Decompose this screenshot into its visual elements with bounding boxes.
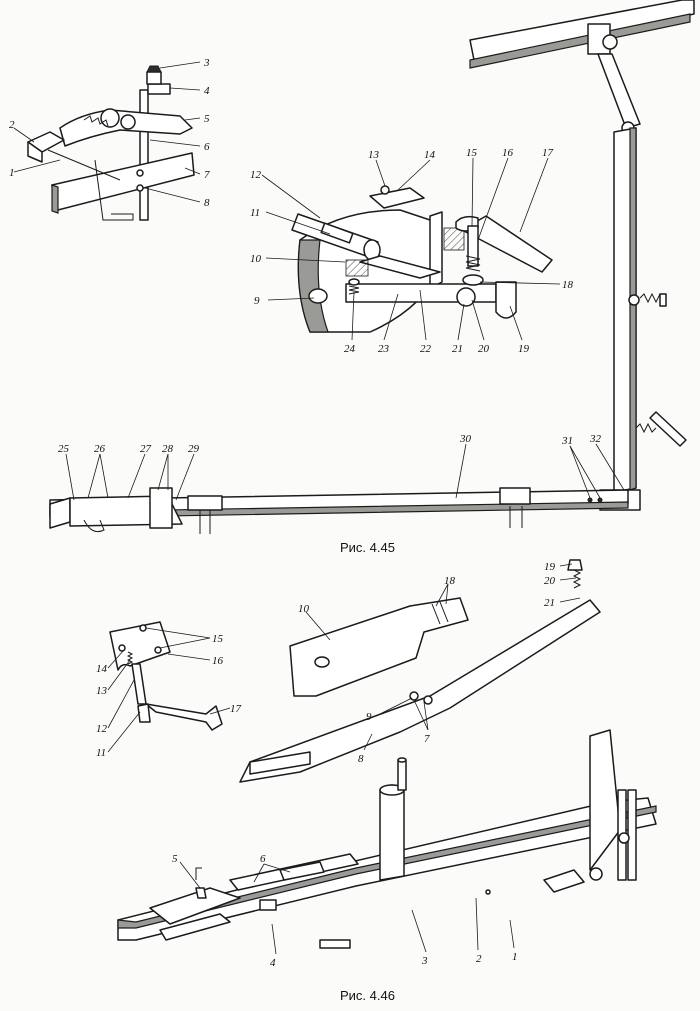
label-18: 18	[562, 279, 574, 291]
label-28: 28	[162, 443, 174, 455]
label-46-18: 18	[444, 575, 456, 587]
label-13: 13	[368, 149, 380, 161]
label-46b-4: 4	[270, 957, 276, 969]
label-46-8: 8	[358, 753, 364, 765]
label-46-15: 15	[212, 633, 224, 645]
label-10: 10	[250, 253, 262, 265]
fig45-bar-assembly	[49, 0, 695, 534]
label-15: 15	[466, 147, 478, 159]
label-46-7: 7	[424, 733, 430, 745]
label-19: 19	[518, 343, 530, 355]
caption-fig45: Рис. 4.45	[340, 540, 395, 555]
fig45-mechanism-middle	[261, 157, 561, 341]
label-16: 16	[502, 147, 514, 159]
label-23: 23	[378, 343, 390, 355]
label-46-10: 10	[298, 603, 310, 615]
label-46-20: 20	[544, 575, 556, 587]
label-46b-6: 6	[260, 853, 266, 865]
fig46-bracket-left	[107, 621, 231, 753]
fig45-mid-labels: 9 10 11 12 13 14 15 16 17 18 19 20 21 22…	[250, 147, 574, 355]
label-46-13: 13	[96, 685, 108, 697]
label-8: 8	[204, 197, 210, 209]
label-9: 9	[254, 295, 260, 307]
label-6: 6	[204, 141, 210, 153]
label-12: 12	[250, 169, 262, 181]
label-26: 26	[94, 443, 106, 455]
label-46-11: 11	[96, 747, 106, 759]
label-27: 27	[140, 443, 152, 455]
label-46-9: 9	[366, 711, 372, 723]
fig45-detail-top-left	[13, 61, 201, 221]
label-46b-3: 3	[421, 955, 428, 967]
label-24: 24	[344, 343, 356, 355]
label-4: 4	[204, 85, 210, 97]
label-5: 5	[204, 113, 210, 125]
label-46-17: 17	[230, 703, 242, 715]
label-2: 2	[9, 119, 15, 131]
label-17: 17	[542, 147, 554, 159]
fig45-bar-labels: 25 26 27 28 29 30 31 32	[58, 433, 602, 455]
label-3: 3	[203, 57, 210, 69]
fig45-top-labels: 1 2 3 4 5 6 7 8	[9, 57, 210, 209]
label-22: 22	[420, 343, 432, 355]
label-30: 30	[459, 433, 472, 445]
label-46-12: 12	[96, 723, 108, 735]
label-7: 7	[204, 169, 210, 181]
caption-fig46: Рис. 4.46	[340, 988, 395, 1003]
label-46-16: 16	[212, 655, 224, 667]
fig46-left-labels: 11 12 13 14 15 16 17	[96, 633, 242, 759]
label-1: 1	[9, 167, 15, 179]
label-21: 21	[452, 343, 463, 355]
label-46b-2: 2	[476, 953, 482, 965]
fig46-plates-middle	[239, 559, 601, 783]
label-14: 14	[424, 149, 436, 161]
label-46-14: 14	[96, 663, 108, 675]
fig46-bottom-labels: 1 2 3 4 5 6	[172, 853, 518, 969]
fig46-mid-labels: 7 8 9 10 18 19 20 21	[298, 561, 556, 765]
label-25: 25	[58, 443, 70, 455]
label-31: 31	[561, 435, 573, 447]
label-46b-5: 5	[172, 853, 178, 865]
label-29: 29	[188, 443, 200, 455]
label-46-19: 19	[544, 561, 556, 573]
label-46b-1: 1	[512, 951, 518, 963]
label-46-21: 21	[544, 597, 555, 609]
fig46-base-assembly	[117, 729, 657, 955]
label-11: 11	[250, 207, 260, 219]
label-32: 32	[589, 433, 602, 445]
label-20: 20	[478, 343, 490, 355]
